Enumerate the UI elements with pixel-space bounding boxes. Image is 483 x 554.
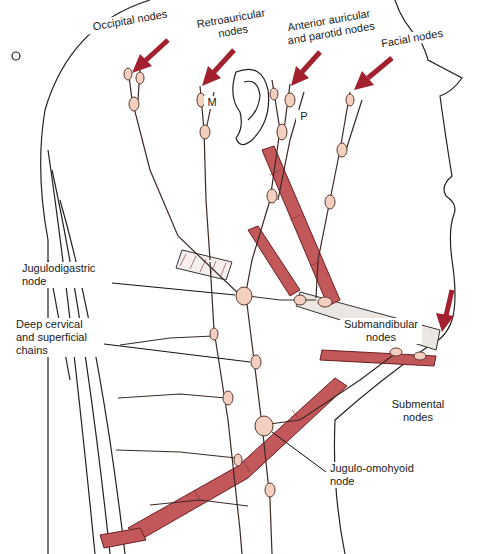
omohyoid-inferior [100, 528, 146, 548]
callout-label: Jugulo-omohyoid node [328, 462, 420, 488]
callout-label: Submental nodes [382, 398, 454, 424]
callout-label: Jugulodigastric node [20, 262, 112, 288]
callout-label: M [204, 96, 220, 109]
ear [233, 69, 269, 144]
digastric-anterior-belly [320, 350, 436, 366]
callout-label: Retroauricular nodes [188, 5, 275, 45]
cut-muscle-stump [176, 250, 232, 280]
callout-label: Submandibular nodes [340, 318, 422, 344]
mandible-border [296, 292, 440, 350]
pointer-arrows [132, 40, 454, 332]
leader-lines [104, 283, 326, 472]
ear-fold [244, 81, 260, 120]
small-circle [12, 52, 20, 60]
lymph-nodes [124, 68, 426, 497]
omohyoid-muscle [128, 378, 347, 540]
callout-label: P [296, 110, 312, 123]
callout-label: Deep cervical and superficial chains [14, 318, 104, 357]
callout-label: Anterior auricular and parotid nodes [277, 5, 384, 49]
callout-label: Facial nodes [371, 25, 452, 52]
stylohyoid-muscle [248, 226, 300, 296]
callout-label: Occipital nodes [82, 6, 179, 35]
